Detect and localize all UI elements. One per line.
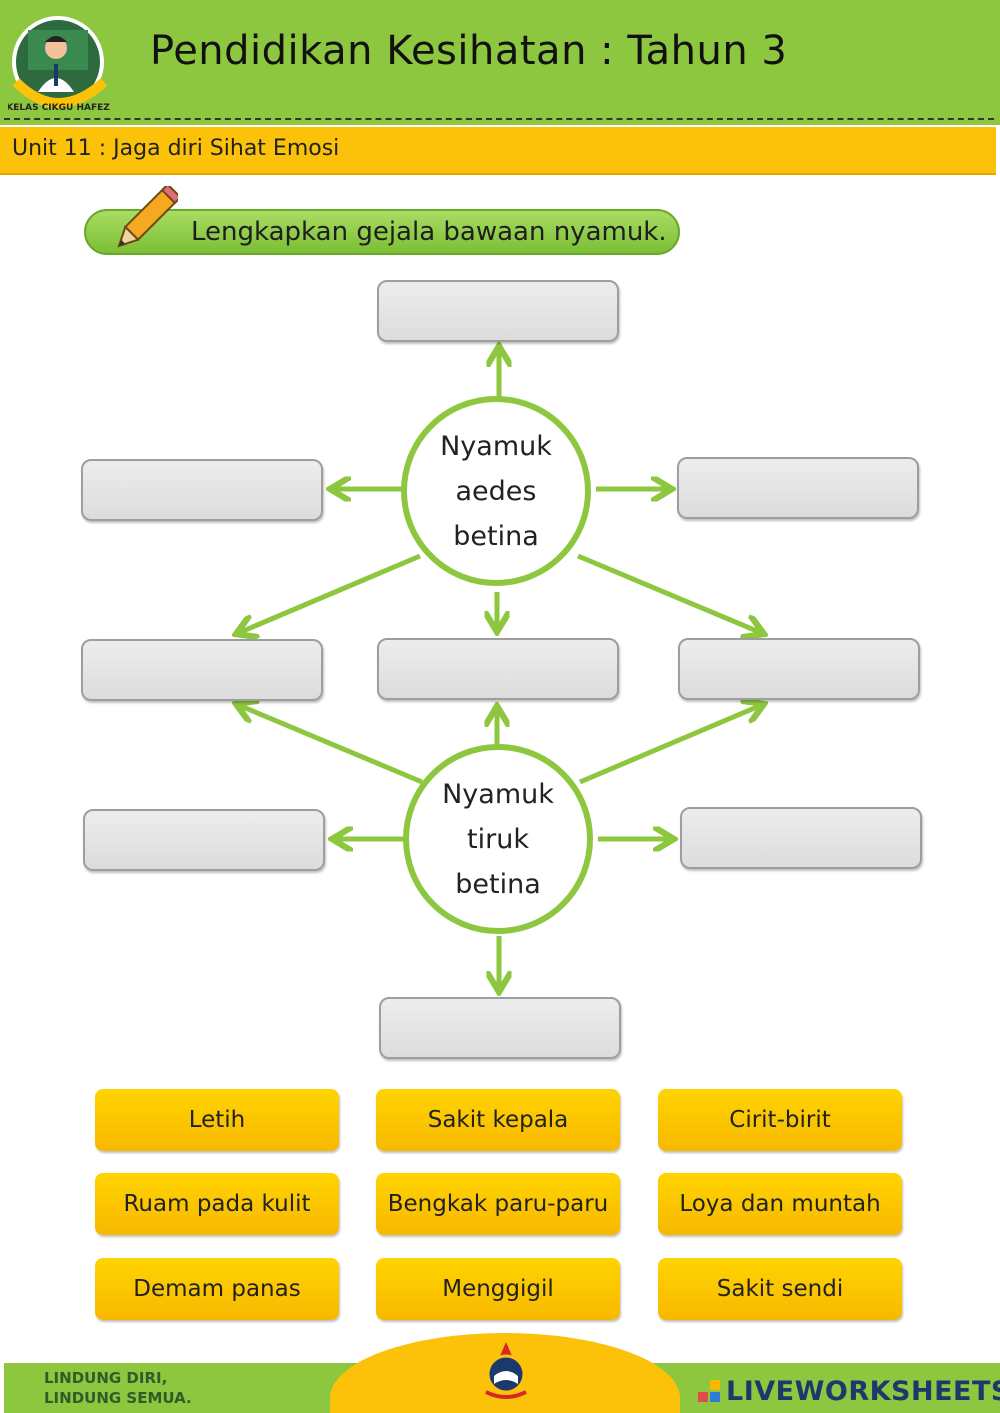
instruction-text: Lengkapkan gejala bawaan nyamuk.: [191, 217, 667, 247]
option-card[interactable]: Bengkak paru-paru: [376, 1173, 620, 1235]
page-title: Pendidikan Kesihatan : Tahun 3: [150, 28, 788, 74]
option-card[interactable]: Sakit kepala: [376, 1089, 620, 1151]
drop-box-top[interactable]: [377, 280, 619, 342]
drop-box-bottom[interactable]: [379, 997, 621, 1059]
liveworksheets-icon: [698, 1380, 720, 1402]
drop-box-tiruk-left[interactable]: [83, 809, 325, 871]
footer-slogan-line1: LINDUNG DIRI,: [44, 1369, 168, 1387]
arrow-aedes-shared-left: [236, 553, 421, 634]
instruction-banner: Lengkapkan gejala bawaan nyamuk.: [84, 209, 680, 255]
mind-map-diagram: [0, 260, 1000, 1080]
header-divider: [4, 118, 994, 120]
hub-line: aedes: [455, 475, 537, 507]
hub-line: Nyamuk: [442, 778, 554, 810]
unit-label: Unit 11 : Jaga diri Sihat Emosi: [12, 136, 340, 161]
teacher-logo: KELAS CIKGU HAFEZ: [8, 16, 110, 113]
option-card[interactable]: Cirit-birit: [658, 1089, 902, 1151]
pencil-icon: [117, 186, 178, 248]
option-card[interactable]: Sakit sendi: [658, 1258, 902, 1320]
arrow-tiruk-shared-left: [236, 704, 423, 785]
arrow-tiruk-shared-right: [579, 704, 764, 785]
footer-slogan-line2: LINDUNG SEMUA.: [44, 1389, 192, 1407]
arrow-aedes-shared-right: [577, 553, 764, 634]
drop-box-tiruk-right[interactable]: [680, 807, 922, 869]
hub-nyamuk-tiruk: Nyamuk tiruk betina: [403, 744, 593, 934]
page-header: [0, 0, 1000, 125]
hub-nyamuk-aedes: Nyamuk aedes betina: [401, 396, 591, 586]
hub-line: Nyamuk: [440, 430, 552, 462]
drop-box-shared-right[interactable]: [678, 638, 920, 700]
unit-bar: Unit 11 : Jaga diri Sihat Emosi: [0, 127, 996, 175]
option-card[interactable]: Loya dan muntah: [658, 1173, 902, 1235]
drop-box-aedes-left[interactable]: [81, 459, 323, 521]
option-card[interactable]: Demam panas: [95, 1258, 339, 1320]
drop-box-shared-center[interactable]: [377, 638, 619, 700]
drop-box-shared-left[interactable]: [81, 639, 323, 701]
svg-text:KELAS CIKGU HAFEZ: KELAS CIKGU HAFEZ: [8, 103, 110, 113]
option-card[interactable]: Menggigil: [376, 1258, 620, 1320]
drop-box-aedes-right[interactable]: [677, 457, 919, 519]
emblem-icon: [485, 1342, 527, 1399]
option-card[interactable]: Letih: [95, 1089, 339, 1151]
brand-name: LIVEWORKSHEETS: [726, 1376, 1000, 1407]
option-card[interactable]: Ruam pada kulit: [95, 1173, 339, 1235]
hub-line: betina: [455, 868, 541, 900]
hub-line: betina: [453, 520, 539, 552]
hub-line: tiruk: [467, 823, 529, 855]
